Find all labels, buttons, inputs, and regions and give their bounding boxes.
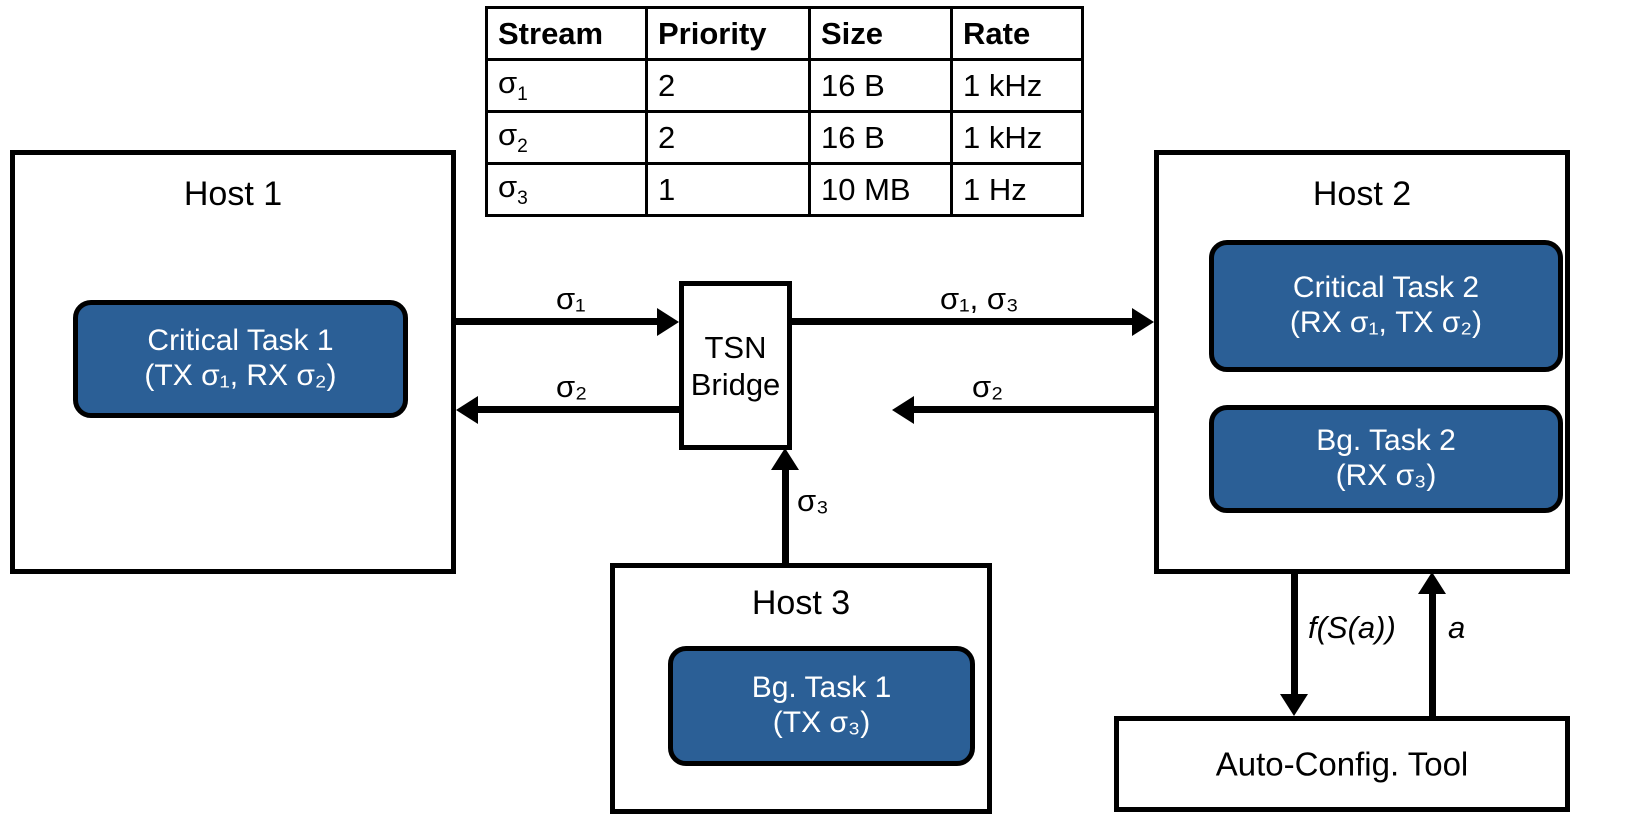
task-critical-task-1: Critical Task 1 (TX σ₁, RX σ₂): [73, 300, 408, 418]
arrowhead-bridge-to-host2: [1132, 308, 1154, 336]
task-streams: (TX σ₁, RX σ₂): [144, 359, 337, 392]
task-title: Critical Task 1: [147, 324, 334, 358]
cell-size: 16 B: [808, 58, 953, 113]
host-1-title: Host 1: [183, 175, 283, 213]
arrowhead-host3-to-bridge: [771, 448, 799, 470]
task-title: Bg. Task 2: [1316, 424, 1456, 458]
tsn-bridge-node: TSN Bridge: [679, 281, 792, 450]
edge-label-tool-to-host2: a: [1448, 610, 1466, 645]
cell-stream: σ3: [485, 162, 648, 217]
arrowhead-host2-to-tool: [1280, 694, 1308, 716]
cell-size: 10 MB: [808, 162, 953, 217]
arrowhead-tool-to-host2: [1418, 572, 1446, 594]
arrowhead-host2-to-bridge: [892, 396, 914, 424]
edge-line-tool-to-host2: [1429, 594, 1436, 716]
arrowhead-host1-to-bridge: [657, 308, 679, 336]
column-header-size: Size: [808, 6, 953, 61]
edge-label-host3-to-bridge: σ₃: [797, 483, 829, 518]
auto-config-tool-label: Auto-Config. Tool: [1215, 745, 1469, 783]
edge-label-host2-to-bridge: σ₂: [972, 369, 1004, 404]
task-title: Bg. Task 1: [751, 671, 892, 705]
edge-line-host2-to-tool: [1291, 573, 1298, 696]
tsn-bridge-label: TSN Bridge: [684, 328, 787, 402]
cell-rate: 1 kHz: [950, 58, 1084, 113]
edge-line-host2-to-bridge: [914, 406, 1154, 413]
arrowhead-bridge-to-host1: [456, 396, 478, 424]
cell-size: 16 B: [808, 110, 953, 165]
edge-label-bridge-to-host2: σ₁, σ₃: [940, 281, 1019, 316]
host-3-container: Host 3 Bg. Task 1 (TX σ₃): [610, 563, 992, 814]
cell-priority: 2: [645, 58, 811, 113]
cell-rate: 1 kHz: [950, 110, 1084, 165]
edge-label-bridge-to-host1: σ₂: [556, 369, 588, 404]
column-header-priority: Priority: [645, 6, 811, 61]
table-row: σ3 1 10 MB 1 Hz: [485, 162, 1084, 217]
auto-config-tool-node: Auto-Config. Tool: [1114, 716, 1570, 812]
table-row: σ2 2 16 B 1 kHz: [485, 110, 1084, 165]
task-streams: (TX σ₃): [772, 706, 871, 739]
edge-label-host2-to-tool: f(S(a)): [1308, 610, 1396, 645]
table-row: σ1 2 16 B 1 kHz: [485, 58, 1084, 113]
edge-label-host1-to-bridge: σ₁: [556, 281, 586, 316]
column-header-rate: Rate: [950, 6, 1084, 61]
tsn-bridge-label-line1: TSN: [704, 329, 767, 365]
cell-priority: 2: [645, 110, 811, 165]
task-critical-task-2: Critical Task 2 (RX σ₁, TX σ₂): [1209, 240, 1563, 372]
edge-line-host1-to-bridge: [456, 318, 659, 325]
edge-line-bridge-to-host1: [478, 406, 679, 413]
host-2-container: Host 2 Critical Task 2 (RX σ₁, TX σ₂) Bg…: [1154, 150, 1570, 574]
task-bg-task-1: Bg. Task 1 (TX σ₃): [668, 646, 975, 766]
cell-stream: σ2: [485, 110, 648, 165]
column-header-stream: Stream: [485, 6, 648, 61]
cell-priority: 1: [645, 162, 811, 217]
host-2-title: Host 2: [1312, 175, 1412, 213]
task-streams: (RX σ₃): [1335, 459, 1437, 492]
tsn-bridge-label-line2: Bridge: [690, 366, 781, 402]
edge-line-host3-to-bridge: [782, 468, 789, 568]
host-3-title: Host 3: [751, 584, 851, 622]
stream-specification-table: Stream Priority Size Rate σ1 2 16 B 1 kH…: [485, 6, 1084, 217]
host-1-container: Host 1 Critical Task 1 (TX σ₁, RX σ₂): [10, 150, 456, 574]
task-title: Critical Task 2: [1292, 271, 1480, 305]
table-header-row: Stream Priority Size Rate: [485, 6, 1084, 61]
task-bg-task-2: Bg. Task 2 (RX σ₃): [1209, 405, 1563, 513]
cell-stream: σ1: [485, 58, 648, 113]
cell-rate: 1 Hz: [950, 162, 1084, 217]
task-streams: (RX σ₁, TX σ₂): [1289, 306, 1483, 339]
edge-line-bridge-to-host2: [792, 318, 1132, 325]
